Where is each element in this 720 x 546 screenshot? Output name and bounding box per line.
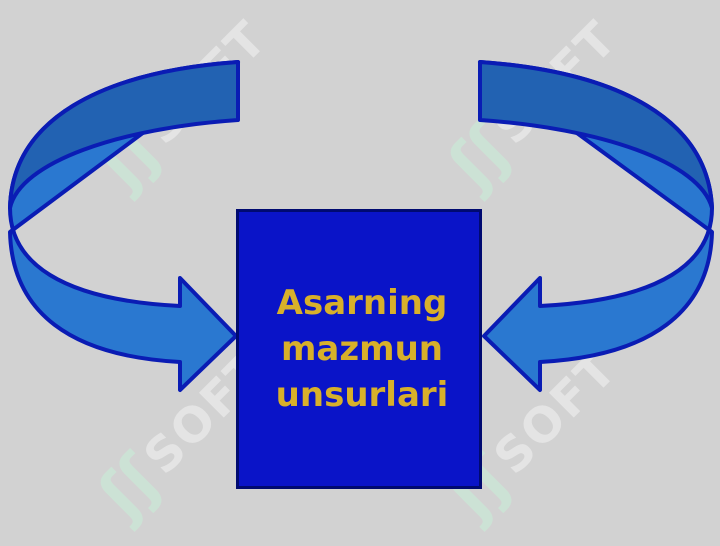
right-curved-arrow (478, 60, 714, 392)
center-box: Asarning mazmun unsurlari (236, 209, 482, 489)
left-curved-arrow (8, 60, 240, 392)
right-arrow-fold (478, 60, 714, 210)
left-arrow-fold (8, 60, 240, 210)
center-label: Asarning mazmun unsurlari (275, 283, 449, 415)
